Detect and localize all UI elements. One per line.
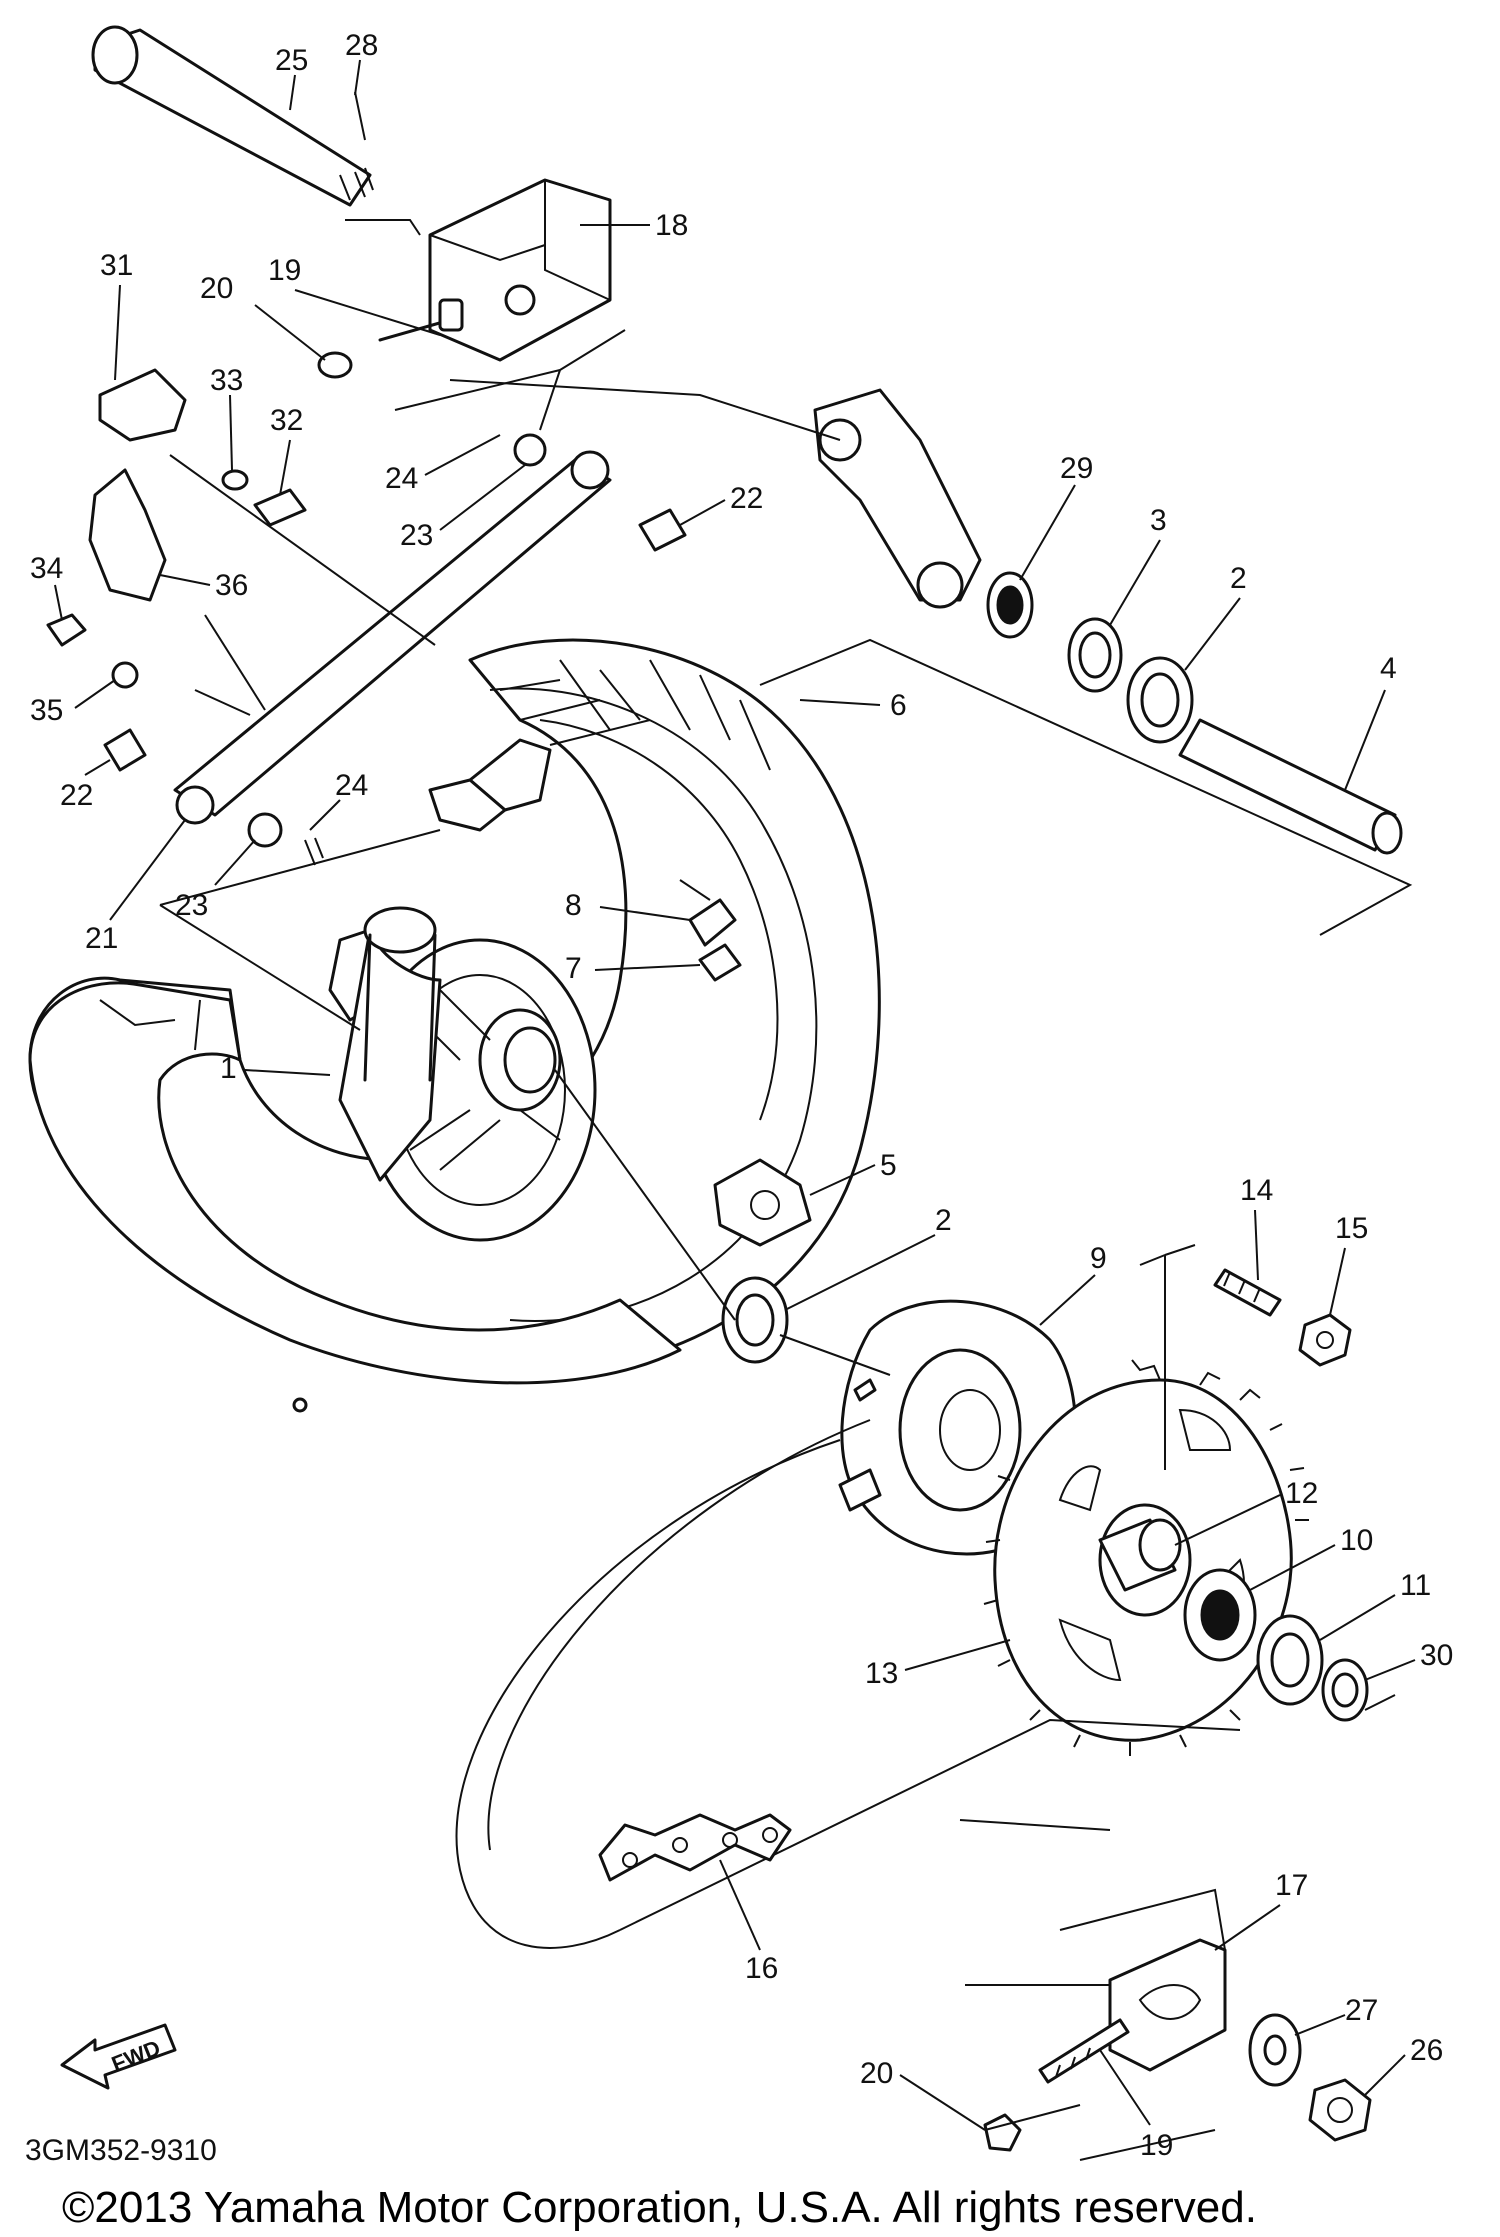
callout-29: 29: [1060, 452, 1093, 485]
stud-nut-drawing: [1213, 1268, 1352, 1367]
callout-36: 36: [215, 569, 248, 602]
callout-8: 8: [565, 889, 582, 922]
callout-26: 26: [1410, 2034, 1443, 2067]
rear-wheel-drawing: [28, 638, 881, 1413]
callout-4: 4: [1380, 652, 1397, 685]
damper-drawing: [713, 1158, 812, 1247]
callout-19-bottom: 19: [1140, 2129, 1173, 2162]
callout-27: 27: [1345, 1994, 1378, 2027]
drive-chain-drawing: [455, 1419, 1241, 1949]
callout-23-left: 23: [175, 889, 208, 922]
callout-9: 9: [1090, 1242, 1107, 1275]
callout-17: 17: [1275, 1869, 1308, 1902]
axle-parts-drawing: [986, 571, 1403, 855]
callout-30: 30: [1420, 1639, 1453, 1672]
assembly-lines: [159, 219, 1413, 2161]
callout-2-top: 2: [1230, 562, 1247, 595]
right-bearing-set-drawing: [1183, 1568, 1369, 1722]
callout-13: 13: [865, 1657, 898, 1690]
callout-19-top: 19: [268, 254, 301, 287]
callout-31: 31: [100, 249, 133, 282]
callout-23-top: 23: [400, 519, 433, 552]
callout-22-top: 22: [730, 482, 763, 515]
callout-32: 32: [270, 404, 303, 437]
callout-34: 34: [30, 552, 63, 585]
chain-adjuster-left-drawing: [46, 368, 307, 689]
diagram-code: 3GM352-9310: [25, 2134, 217, 2167]
callout-5: 5: [880, 1149, 897, 1182]
callout-6: 6: [890, 689, 907, 722]
caliper-bracket-drawing: [813, 388, 982, 609]
callout-28: 28: [345, 29, 378, 62]
callout-25: 25: [275, 44, 308, 77]
callout-24-left: 24: [335, 769, 368, 802]
callout-10: 10: [1340, 1524, 1373, 1557]
callout-21: 21: [85, 922, 118, 955]
callout-18: 18: [655, 209, 688, 242]
forward-direction-arrow: FWD: [60, 2023, 177, 2090]
callout-3: 3: [1150, 504, 1167, 537]
callout-35: 35: [30, 694, 63, 727]
callout-33: 33: [210, 364, 243, 397]
copyright-notice: ©2013 Yamaha Motor Corporation, U.S.A. A…: [62, 2183, 1257, 2232]
callout-11: 11: [1400, 1569, 1431, 1602]
torque-rod-drawing: [103, 433, 687, 866]
callout-1: 1: [220, 1052, 237, 1085]
callout-20-bottom: 20: [860, 2057, 893, 2090]
callout-24-top: 24: [385, 462, 418, 495]
callout-22-left: 22: [60, 779, 93, 812]
callout-2-lower: 2: [935, 1204, 952, 1237]
callout-15: 15: [1335, 1212, 1368, 1245]
callout-16: 16: [745, 1952, 778, 1985]
callout-labels: 25 28 18 31 19 20 33 32 24 23 22 29 3 2 …: [30, 29, 1453, 2162]
callout-14: 14: [1240, 1174, 1273, 1207]
bearing-lower-drawing: [721, 1276, 789, 1364]
callout-20-top: 20: [200, 272, 233, 305]
chain-adjuster-right-drawing: [983, 1888, 1372, 2152]
pivot-shaft-drawing: [91, 25, 612, 379]
callout-12: 12: [1285, 1477, 1318, 1510]
sprocket-assembly-drawing: [838, 1299, 1309, 1756]
callout-7: 7: [565, 952, 582, 985]
